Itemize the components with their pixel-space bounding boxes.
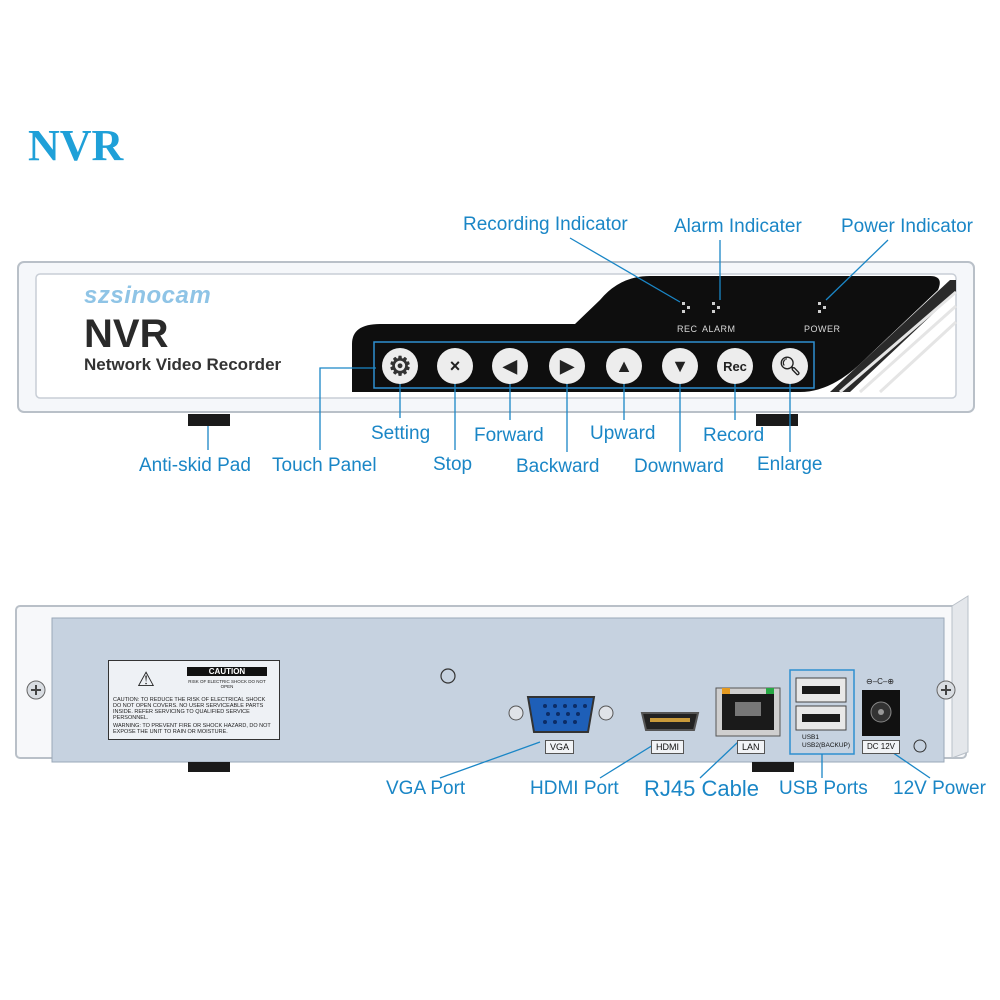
svg-text:⊖–C–⊕: ⊖–C–⊕ — [866, 677, 894, 686]
callout-anti-skid-pad: Anti-skid Pad — [139, 455, 251, 476]
usb2-tag: USB2(BACKUP) — [802, 742, 851, 749]
forward-button[interactable]: ◀ — [492, 348, 528, 384]
triangle-down-icon: ▼ — [671, 355, 689, 376]
page-title: NVR — [28, 121, 124, 170]
button-group-outline — [373, 341, 815, 389]
hdmi-port — [640, 712, 700, 731]
enlarge-button[interactable]: 🔍︎ — [772, 348, 808, 384]
magnifier-icon: 🔍︎ — [778, 355, 802, 376]
caution-title: CAUTION — [187, 667, 267, 676]
vga-tag: VGA — [545, 740, 575, 754]
device-subtitle: Network Video Recorder — [84, 355, 282, 374]
callout-rj45-cable: RJ45 Cable — [644, 776, 759, 801]
caution-label: ⚠ CAUTION RISK OF ELECTRIC SHOCK DO NOT … — [108, 660, 280, 740]
caution-text-2: WARNING: TO PREVENT FIRE OR SHOCK HAZARD… — [113, 723, 271, 735]
callout-hdmi-port: HDMI Port — [530, 778, 619, 799]
callout-touch-panel: Touch Panel — [272, 455, 377, 476]
callout-stop: Stop — [433, 454, 473, 475]
triangle-right-icon: ▶ — [560, 355, 574, 376]
callout-forward: Forward — [474, 425, 544, 446]
rec-text-icon: Rec — [723, 358, 747, 374]
gear-icon: ⚙ — [388, 350, 412, 381]
device-model: NVR — [84, 312, 169, 356]
led-alarm-label: ALARM — [702, 324, 736, 334]
stop-button[interactable]: × — [437, 348, 473, 384]
usb1-tag: USB1 — [802, 734, 819, 741]
front-foot-right — [756, 414, 798, 426]
triangle-up-icon: ▲ — [615, 355, 633, 376]
dc-tag: DC 12V — [862, 740, 901, 754]
usb-ports — [795, 677, 847, 731]
led-power-label: POWER — [804, 324, 841, 334]
callout-upward: Upward — [590, 423, 656, 444]
callout-alarm-indicator: Alarm Indicater — [674, 216, 802, 237]
vga-port — [508, 696, 614, 733]
led-rec-label: REC — [677, 324, 698, 334]
callout-setting: Setting — [371, 423, 431, 444]
lan-tag: LAN — [737, 740, 765, 754]
callout-recording-indicator: Recording Indicator — [463, 214, 628, 235]
triangle-left-icon: ◀ — [503, 355, 517, 376]
callout-downward: Downward — [634, 456, 724, 477]
callout-record: Record — [703, 425, 765, 446]
backward-button[interactable]: ▶ — [549, 348, 585, 384]
upward-button[interactable]: ▲ — [606, 348, 642, 384]
callout-enlarge: Enlarge — [757, 454, 823, 475]
lan-port — [715, 687, 781, 737]
callout-12v-power: 12V Power — [893, 778, 986, 799]
brand-logo: szsinocam — [84, 282, 212, 309]
downward-button[interactable]: ▼ — [662, 348, 698, 384]
warning-triangle-icon: ⚠ — [137, 669, 155, 691]
caution-text-1: CAUTION: TO REDUCE THE RISK OF ELECTRICA… — [113, 697, 266, 721]
usb-tags: USB1 USB2(BACKUP) — [802, 734, 850, 750]
caution-small: RISK OF ELECTRIC SHOCK DO NOT OPEN — [188, 679, 266, 689]
callout-vga-port: VGA Port — [386, 778, 466, 799]
close-icon: × — [449, 355, 461, 376]
callout-backward: Backward — [516, 456, 600, 477]
setting-button[interactable]: ⚙ — [382, 348, 418, 384]
dc-power-jack: ⊖–C–⊕ — [862, 677, 927, 753]
callout-usb-ports: USB Ports — [779, 778, 868, 799]
front-foot-left — [188, 414, 230, 426]
record-button[interactable]: Rec — [717, 348, 753, 384]
callout-power-indicator: Power Indicator — [841, 216, 974, 237]
hdmi-tag: HDMI — [651, 740, 684, 754]
